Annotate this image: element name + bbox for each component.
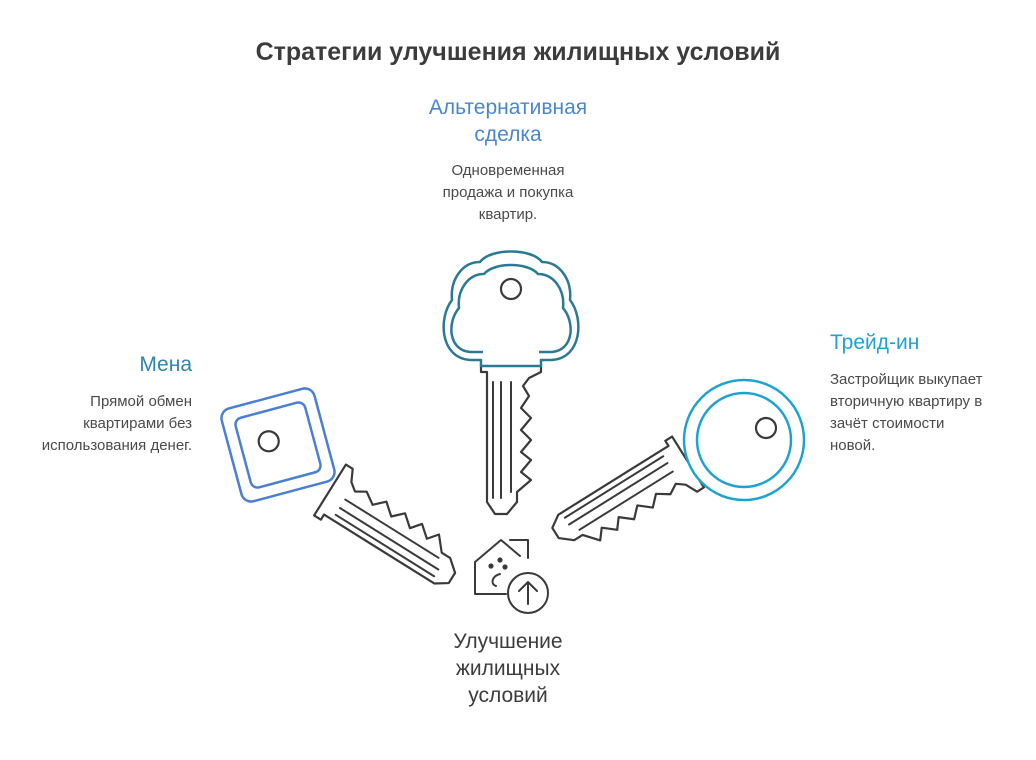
key-alternative-deal (442, 250, 580, 516)
swap-description: Прямой обмен квартирами без использовани… (41, 393, 192, 454)
page-title: Стратегии улучшения жилищных условий (255, 38, 781, 66)
trade-in-heading: Трейд-ин (830, 331, 920, 354)
alternative-deal-heading: Альтернативная сделка (428, 96, 588, 146)
alternative-deal-description: Одновременная продажа и покупка квартир. (442, 162, 574, 223)
key-icon (220, 387, 336, 503)
house-upgrade-icon (474, 539, 549, 614)
swap-heading: Мена (139, 353, 192, 376)
center-label: Улучшение жилищных условий (453, 630, 563, 707)
trade-in-description: Застройщик выкупает вторичную квартиру в… (830, 371, 983, 454)
key-trade-in (543, 378, 806, 569)
key-swap (220, 387, 475, 597)
key-icon (682, 378, 806, 502)
key-icon (442, 250, 580, 368)
